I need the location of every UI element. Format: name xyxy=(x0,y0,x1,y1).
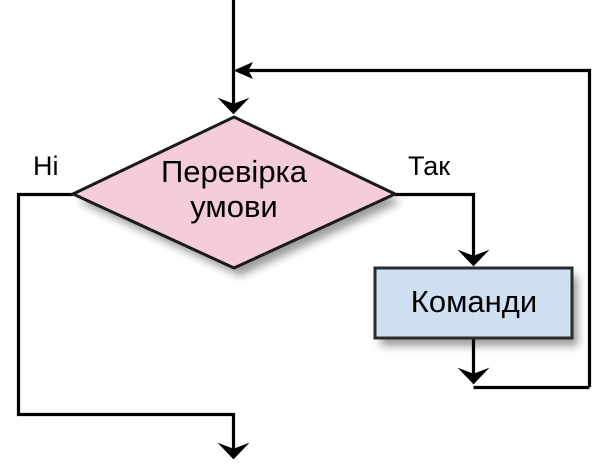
edge-label-yes: Так xyxy=(408,151,451,181)
process-node[interactable] xyxy=(373,266,574,340)
connector-yes xyxy=(395,192,490,267)
connector-process-out xyxy=(457,338,590,390)
connector-no xyxy=(16,192,250,460)
edge-label-no: Ні xyxy=(33,151,59,181)
decision-node[interactable] xyxy=(69,115,399,270)
connector-loopback xyxy=(233,62,592,387)
